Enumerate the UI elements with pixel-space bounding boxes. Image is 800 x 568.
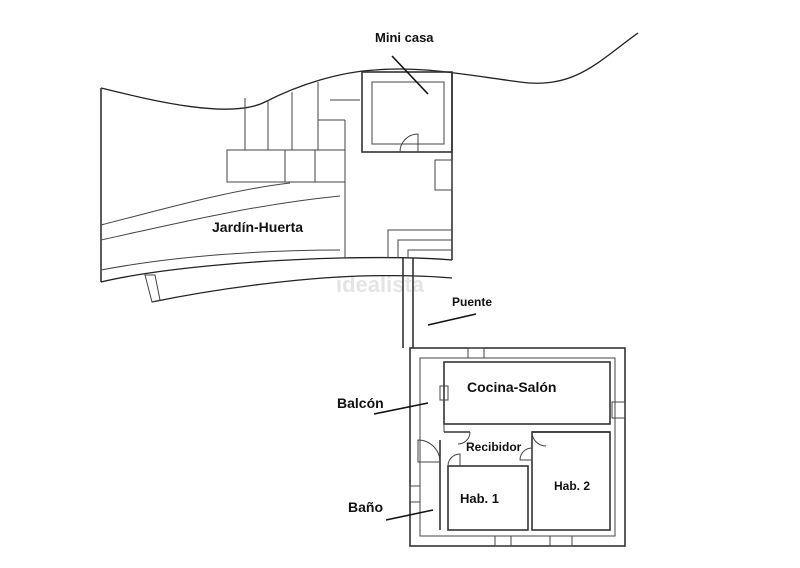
label-cocina-salon: Cocina-Salón: [467, 379, 556, 395]
label-hab-1: Hab. 1: [460, 491, 499, 506]
bridge: [402, 258, 414, 348]
label-hab-2: Hab. 2: [554, 479, 590, 493]
leader-mini-casa: [391, 55, 429, 95]
label-bano: Baño: [348, 499, 383, 515]
label-balcon: Balcón: [337, 395, 384, 411]
leader-puente: [427, 313, 477, 326]
label-recibidor: Recibidor: [466, 440, 522, 454]
label-jardin-huerta: Jardín-Huerta: [212, 219, 303, 235]
label-puente: Puente: [452, 295, 492, 309]
terrain-line: [100, 32, 639, 110]
label-mini-casa: Mini casa: [375, 30, 434, 45]
leader-bano: [385, 509, 434, 521]
upper-plot: [100, 32, 639, 303]
leader-balcon: [373, 402, 429, 415]
lower-house: [409, 347, 626, 547]
